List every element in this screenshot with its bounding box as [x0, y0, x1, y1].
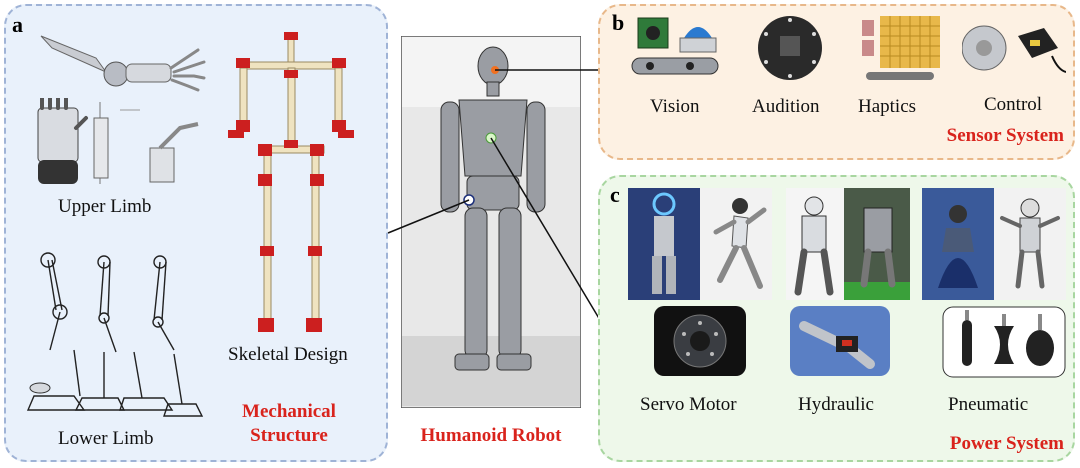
control-label: Control	[984, 94, 1043, 115]
upper-limb-label: Upper Limb	[58, 196, 152, 217]
pneumatic-muscle-image	[942, 306, 1066, 378]
haptics-label: Haptics	[858, 96, 917, 117]
audition-sensor-image	[758, 16, 822, 80]
connector-power	[490, 137, 601, 321]
audition-label: Audition	[752, 96, 820, 117]
lower-limb-label: Lower Limb	[58, 428, 154, 449]
servo-motor-image	[654, 306, 746, 376]
vision-sensor-image	[631, 17, 719, 75]
servo-robots-photo	[628, 188, 772, 300]
lower-limb-diagrams	[26, 252, 204, 417]
control-sensor-image	[962, 25, 1066, 73]
power-system-title: Power System	[949, 433, 1064, 454]
mechanical-structure-title: Mechanical Structure	[228, 400, 350, 448]
panel-b-letter: b	[612, 10, 625, 35]
hydraulic-robots-photo	[786, 188, 910, 300]
sensor-system-title: Sensor System	[946, 125, 1064, 146]
servo-motor-label: Servo Motor	[640, 394, 737, 415]
robot-hand-diagrams	[37, 98, 199, 184]
pneumatic-label: Pneumatic	[948, 394, 1029, 415]
connector-mechanical	[387, 199, 470, 234]
mechanical-title-line2: Structure	[250, 425, 328, 446]
humanoid-robot-photo	[401, 36, 581, 408]
haptics-sensor-image	[862, 16, 940, 80]
hydraulic-label: Hydraulic	[798, 394, 874, 415]
skeletal-design-label: Skeletal Design	[228, 344, 348, 365]
robot-arm-image	[36, 28, 206, 96]
hydraulic-actuator-image	[790, 306, 890, 376]
vision-label: Vision	[650, 96, 700, 117]
humanoid-robot-title: Humanoid Robot	[420, 425, 562, 446]
panel-c-letter: c	[610, 182, 620, 207]
pneumatic-robots-photo	[922, 188, 1066, 300]
mechanical-title-line1: Mechanical	[242, 401, 336, 422]
panel-a-letter: a	[12, 12, 23, 37]
skeletal-design-diagram	[228, 32, 354, 332]
